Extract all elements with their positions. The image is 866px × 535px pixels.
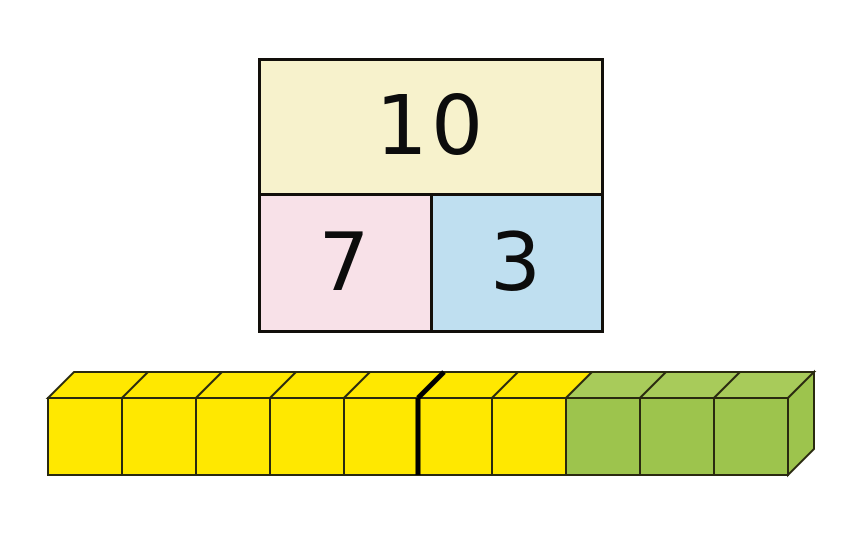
number-bond-part-value-1: 7 <box>318 216 373 309</box>
number-bond-part-cell-1: 7 <box>261 196 433 330</box>
number-bond-diagram: 10 7 3 <box>258 58 604 333</box>
cube-front-face <box>639 397 715 476</box>
cube-front-face <box>47 397 123 476</box>
cube-front-face <box>195 397 271 476</box>
cube-front-face <box>565 397 641 476</box>
cube-front-face <box>343 397 419 476</box>
number-bond-whole-value: 10 <box>375 79 487 174</box>
number-bond-parts-row: 7 3 <box>261 196 601 330</box>
number-bond-whole-cell: 10 <box>261 61 601 196</box>
linking-cube-bar-graphic <box>45 369 817 478</box>
linking-cube-bar <box>0 355 866 495</box>
cube-front-face <box>417 397 493 476</box>
cube-front-face <box>269 397 345 476</box>
cube-front-face <box>121 397 197 476</box>
number-bond-part-value-2: 3 <box>489 216 545 309</box>
cube-front-face <box>491 397 567 476</box>
number-bond-part-cell-2: 3 <box>433 196 601 330</box>
cube-front-face <box>713 397 789 476</box>
cube-group-marker-top <box>416 370 446 400</box>
